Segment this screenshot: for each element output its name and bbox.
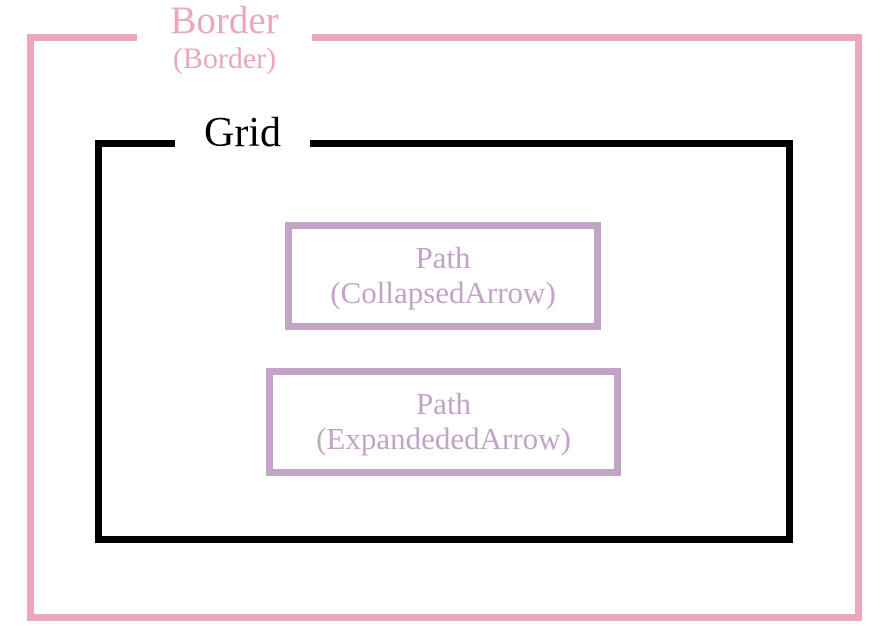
grid-right-edge	[786, 140, 793, 543]
path-expanded-label-name: (ExpandededArrow)	[316, 421, 571, 456]
grid-left-edge	[95, 140, 102, 543]
border-label-name: (Border)	[172, 42, 277, 75]
grid-top-right-edge	[310, 140, 793, 147]
border-group-label: Border (Border)	[137, 1, 312, 74]
border-right-edge	[855, 34, 862, 621]
path-collapsed-label-type: Path	[415, 240, 471, 276]
grid-bottom-edge	[95, 536, 793, 543]
grid-group-label: Grid	[175, 112, 310, 154]
border-left-edge	[27, 34, 34, 621]
path-expanded-arrow-node[interactable]: Path (ExpandededArrow)	[266, 368, 621, 476]
border-group[interactable]: Border (Border) Grid Path (CollapsedArro…	[27, 1, 862, 621]
path-collapsed-label-name: (CollapsedArrow)	[330, 275, 556, 310]
grid-group[interactable]: Grid Path (CollapsedArrow) Path (Expande…	[95, 112, 793, 543]
border-label-type: Border	[170, 0, 279, 42]
path-expanded-label-type: Path	[415, 386, 472, 422]
grid-label-type: Grid	[204, 110, 281, 156]
border-bottom-edge	[27, 614, 862, 621]
path-collapsed-arrow-node[interactable]: Path (CollapsedArrow)	[285, 222, 601, 330]
border-top-left-edge	[27, 34, 137, 41]
grid-top-left-edge	[95, 140, 175, 147]
border-top-right-edge	[312, 34, 862, 41]
